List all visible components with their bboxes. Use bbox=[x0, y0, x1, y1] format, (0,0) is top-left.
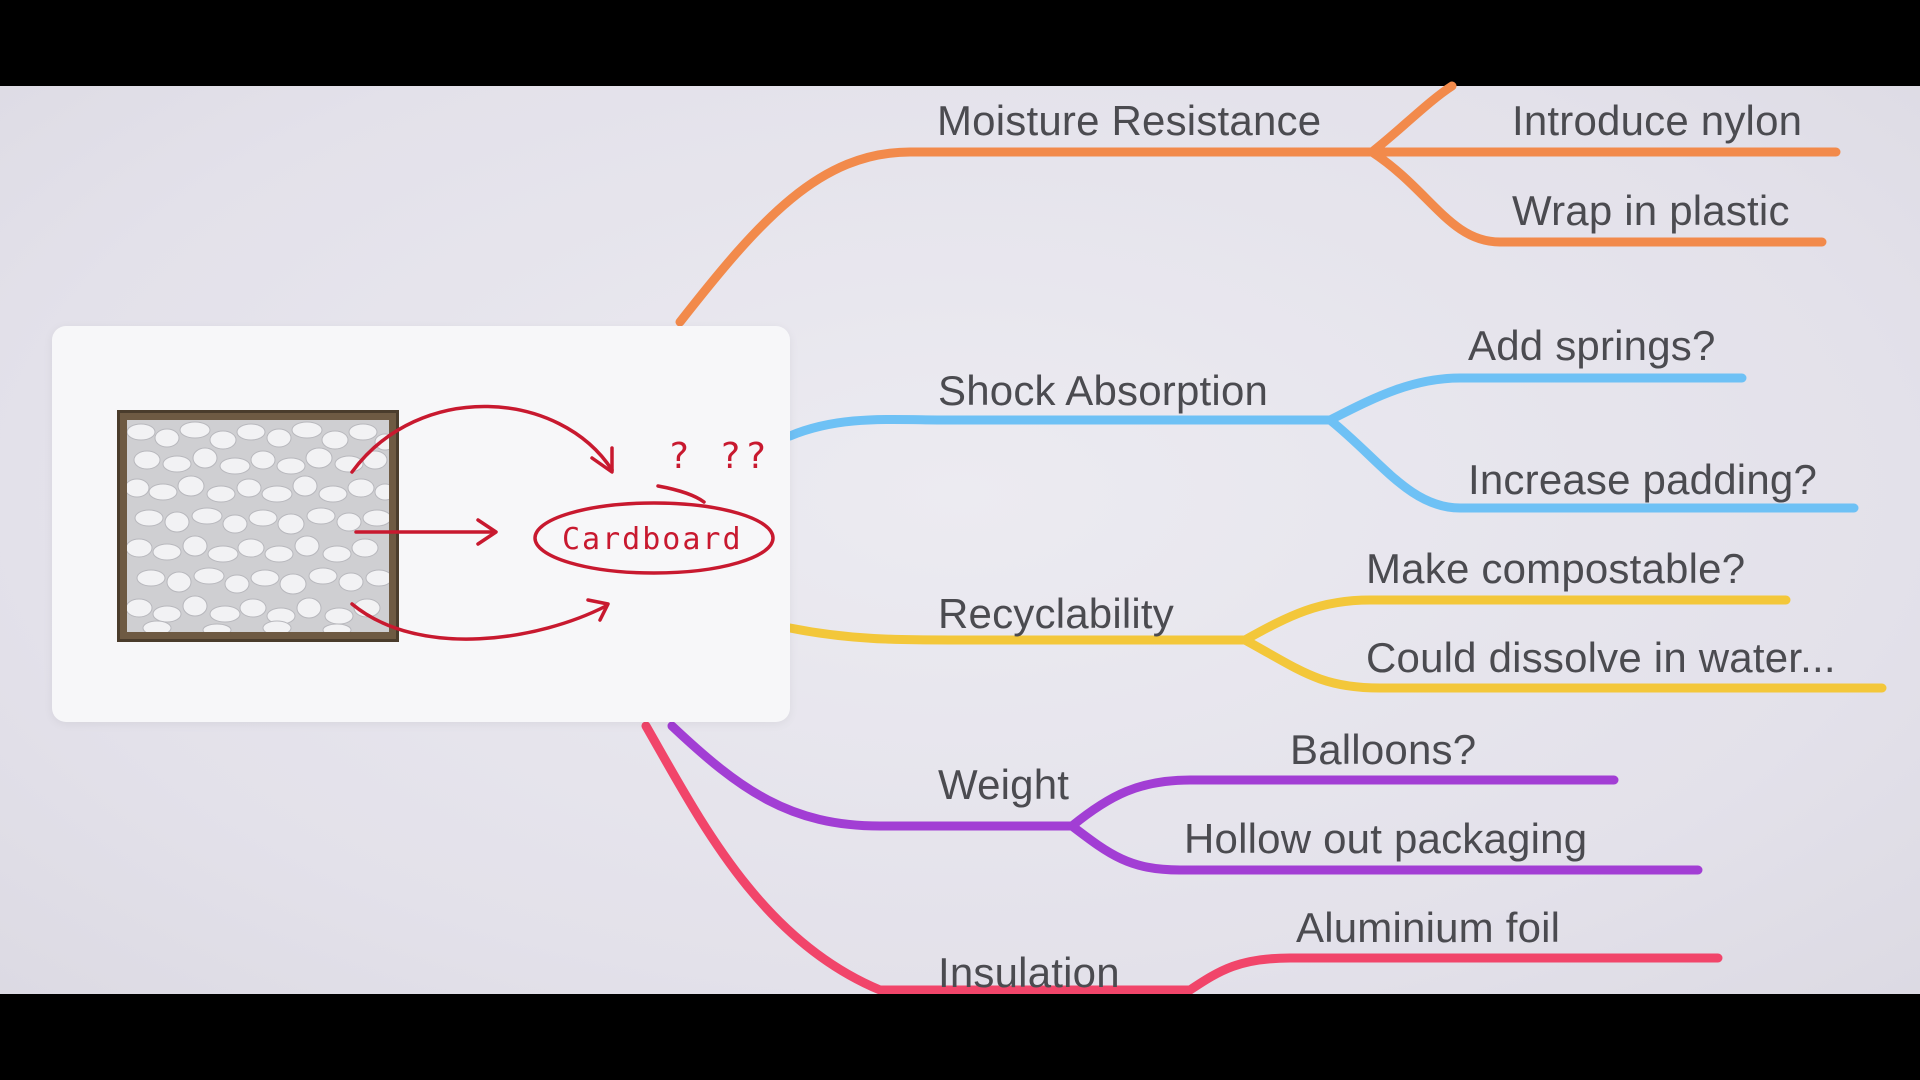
leaf-line-wrap-in-plastic bbox=[1367, 147, 1827, 247]
packing-peanuts-box-image bbox=[117, 410, 399, 642]
leaf-line-increase-padding bbox=[1325, 415, 1859, 513]
leaf-line-moisture-top bbox=[1367, 81, 1457, 157]
leaf-label-introduce-nylon: Introduce nylon bbox=[1512, 97, 1803, 144]
branch-line-recyclability bbox=[785, 623, 1250, 645]
branch-label-recyclability: Recyclability bbox=[938, 590, 1174, 637]
leaf-line-add-springs bbox=[1325, 373, 1747, 425]
branch-line-weight bbox=[667, 721, 1077, 831]
leaf-label-wrap-in-plastic: Wrap in plastic bbox=[1512, 187, 1790, 234]
branch-label-moisture: Moisture Resistance bbox=[937, 97, 1322, 144]
arrow-bottom-head bbox=[586, 598, 610, 622]
branch-label-insulation: Insulation bbox=[938, 949, 1120, 996]
arrow-top-head bbox=[590, 446, 614, 474]
branch-line-insulation bbox=[641, 721, 1195, 995]
branch-label-shock: Shock Absorption bbox=[938, 367, 1269, 414]
letterbox-top bbox=[0, 0, 1920, 86]
leaf-label-make-compostable: Make compostable? bbox=[1366, 545, 1746, 592]
leaf-line-could-dissolve bbox=[1240, 635, 1887, 693]
branch-line-moisture bbox=[675, 147, 1377, 327]
leaf-line-balloons bbox=[1067, 775, 1619, 831]
packing-peanuts-texture bbox=[127, 420, 389, 632]
arrow-top bbox=[350, 404, 614, 474]
leaf-line-make-compostable bbox=[1240, 595, 1791, 645]
letterbox-bottom bbox=[0, 994, 1920, 1080]
branch-line-shock bbox=[785, 414, 1335, 441]
cardboard-label: Cardboard bbox=[562, 522, 743, 557]
leaf-line-hollow-out bbox=[1067, 821, 1703, 875]
leaf-line-aluminium-foil bbox=[1185, 953, 1723, 995]
leaf-label-add-springs: Add springs? bbox=[1468, 322, 1716, 369]
leaf-label-hollow-out: Hollow out packaging bbox=[1184, 815, 1588, 862]
branch-label-weight: Weight bbox=[938, 761, 1070, 808]
question-marks: ? ?? bbox=[668, 436, 771, 477]
leaf-label-could-dissolve: Could dissolve in water... bbox=[1366, 634, 1836, 681]
cardboard-circle bbox=[533, 501, 775, 575]
cardboard-tick bbox=[656, 484, 706, 504]
arrow-bottom bbox=[350, 602, 608, 641]
arrow-middle-head bbox=[476, 518, 498, 546]
leaf-label-balloons: Balloons? bbox=[1290, 726, 1477, 773]
leaf-label-increase-padding: Increase padding? bbox=[1468, 456, 1817, 503]
leaf-label-aluminium-foil: Aluminium foil bbox=[1296, 904, 1561, 951]
